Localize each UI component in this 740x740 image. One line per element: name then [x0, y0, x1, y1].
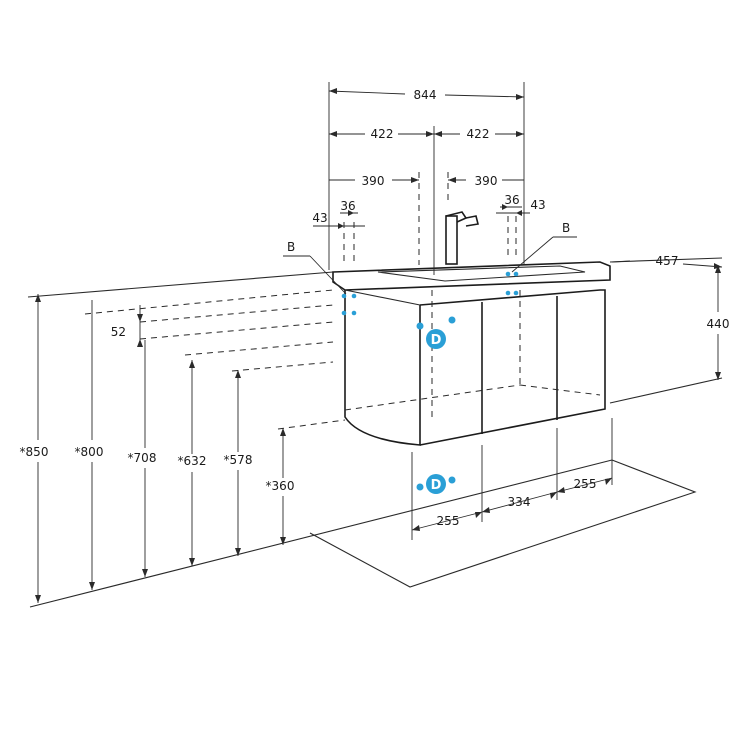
dim-label-632: *632 — [178, 454, 207, 468]
dim-label-440: 440 — [707, 317, 730, 331]
b-label-right: B — [562, 221, 570, 235]
dim-label-800: *800 — [75, 445, 104, 459]
dim-422-right: 422 — [434, 127, 524, 141]
dim-label-36-left: 36 — [340, 199, 355, 213]
dim-390-right: 390 — [447, 172, 524, 205]
dim-800: *800 — [75, 300, 104, 590]
dim-label-422-left: 422 — [371, 127, 394, 141]
dim-390-left: 390 — [329, 172, 420, 265]
height-reference-lines — [84, 289, 346, 430]
vanity-cabinet — [332, 261, 611, 446]
dim-label-360: *360 — [266, 479, 295, 493]
dim-label-850: *850 — [20, 445, 49, 459]
dim-label-36-right: 36 — [504, 193, 519, 207]
dim-422-left: 422 — [329, 126, 435, 275]
dim-bottom: 255 334 255 — [411, 418, 613, 540]
faucet — [445, 211, 479, 265]
b-callout-right: B — [511, 221, 577, 273]
dim-label-844: 844 — [414, 88, 437, 102]
dim-offsets-right: 36 43 — [496, 193, 546, 258]
b-callout-left: B — [283, 240, 347, 295]
dim-label-390-left: 390 — [362, 174, 385, 188]
dim-label-255-left: 255 — [437, 514, 460, 528]
dim-850: *850 — [20, 294, 49, 603]
floor-outline — [29, 459, 697, 608]
dim-360: *360 — [266, 428, 295, 545]
dim-label-52: 52 — [111, 325, 126, 339]
drain-marker-lower: D — [416, 474, 456, 494]
dim-52: 52 — [111, 305, 143, 347]
dim-632: *632 — [178, 360, 207, 566]
dim-457: 457 — [611, 254, 723, 269]
b-label-left: B — [287, 240, 295, 254]
dim-label-457: 457 — [656, 254, 679, 268]
dim-label-43-right: 43 — [530, 198, 545, 212]
dim-844: 844 — [328, 82, 525, 270]
drain-marker-upper: D — [416, 316, 456, 349]
mounting-holes — [341, 271, 519, 316]
dim-label-255-right: 255 — [574, 477, 597, 491]
dim-label-578: *578 — [224, 453, 253, 467]
dim-label-43-left: 43 — [312, 211, 327, 225]
dim-440: 440 — [707, 265, 730, 380]
d-label-upper: D — [431, 333, 442, 348]
dim-label-708: *708 — [128, 451, 157, 465]
dim-578: *578 — [224, 370, 253, 556]
dim-offsets-left: 36 43 — [312, 199, 365, 262]
dim-label-390-right: 390 — [475, 174, 498, 188]
d-label-lower: D — [431, 478, 442, 493]
dim-label-422-right: 422 — [467, 127, 490, 141]
dim-708: *708 — [128, 340, 157, 577]
dim-label-334: 334 — [508, 495, 531, 509]
wall-lines — [27, 257, 723, 404]
